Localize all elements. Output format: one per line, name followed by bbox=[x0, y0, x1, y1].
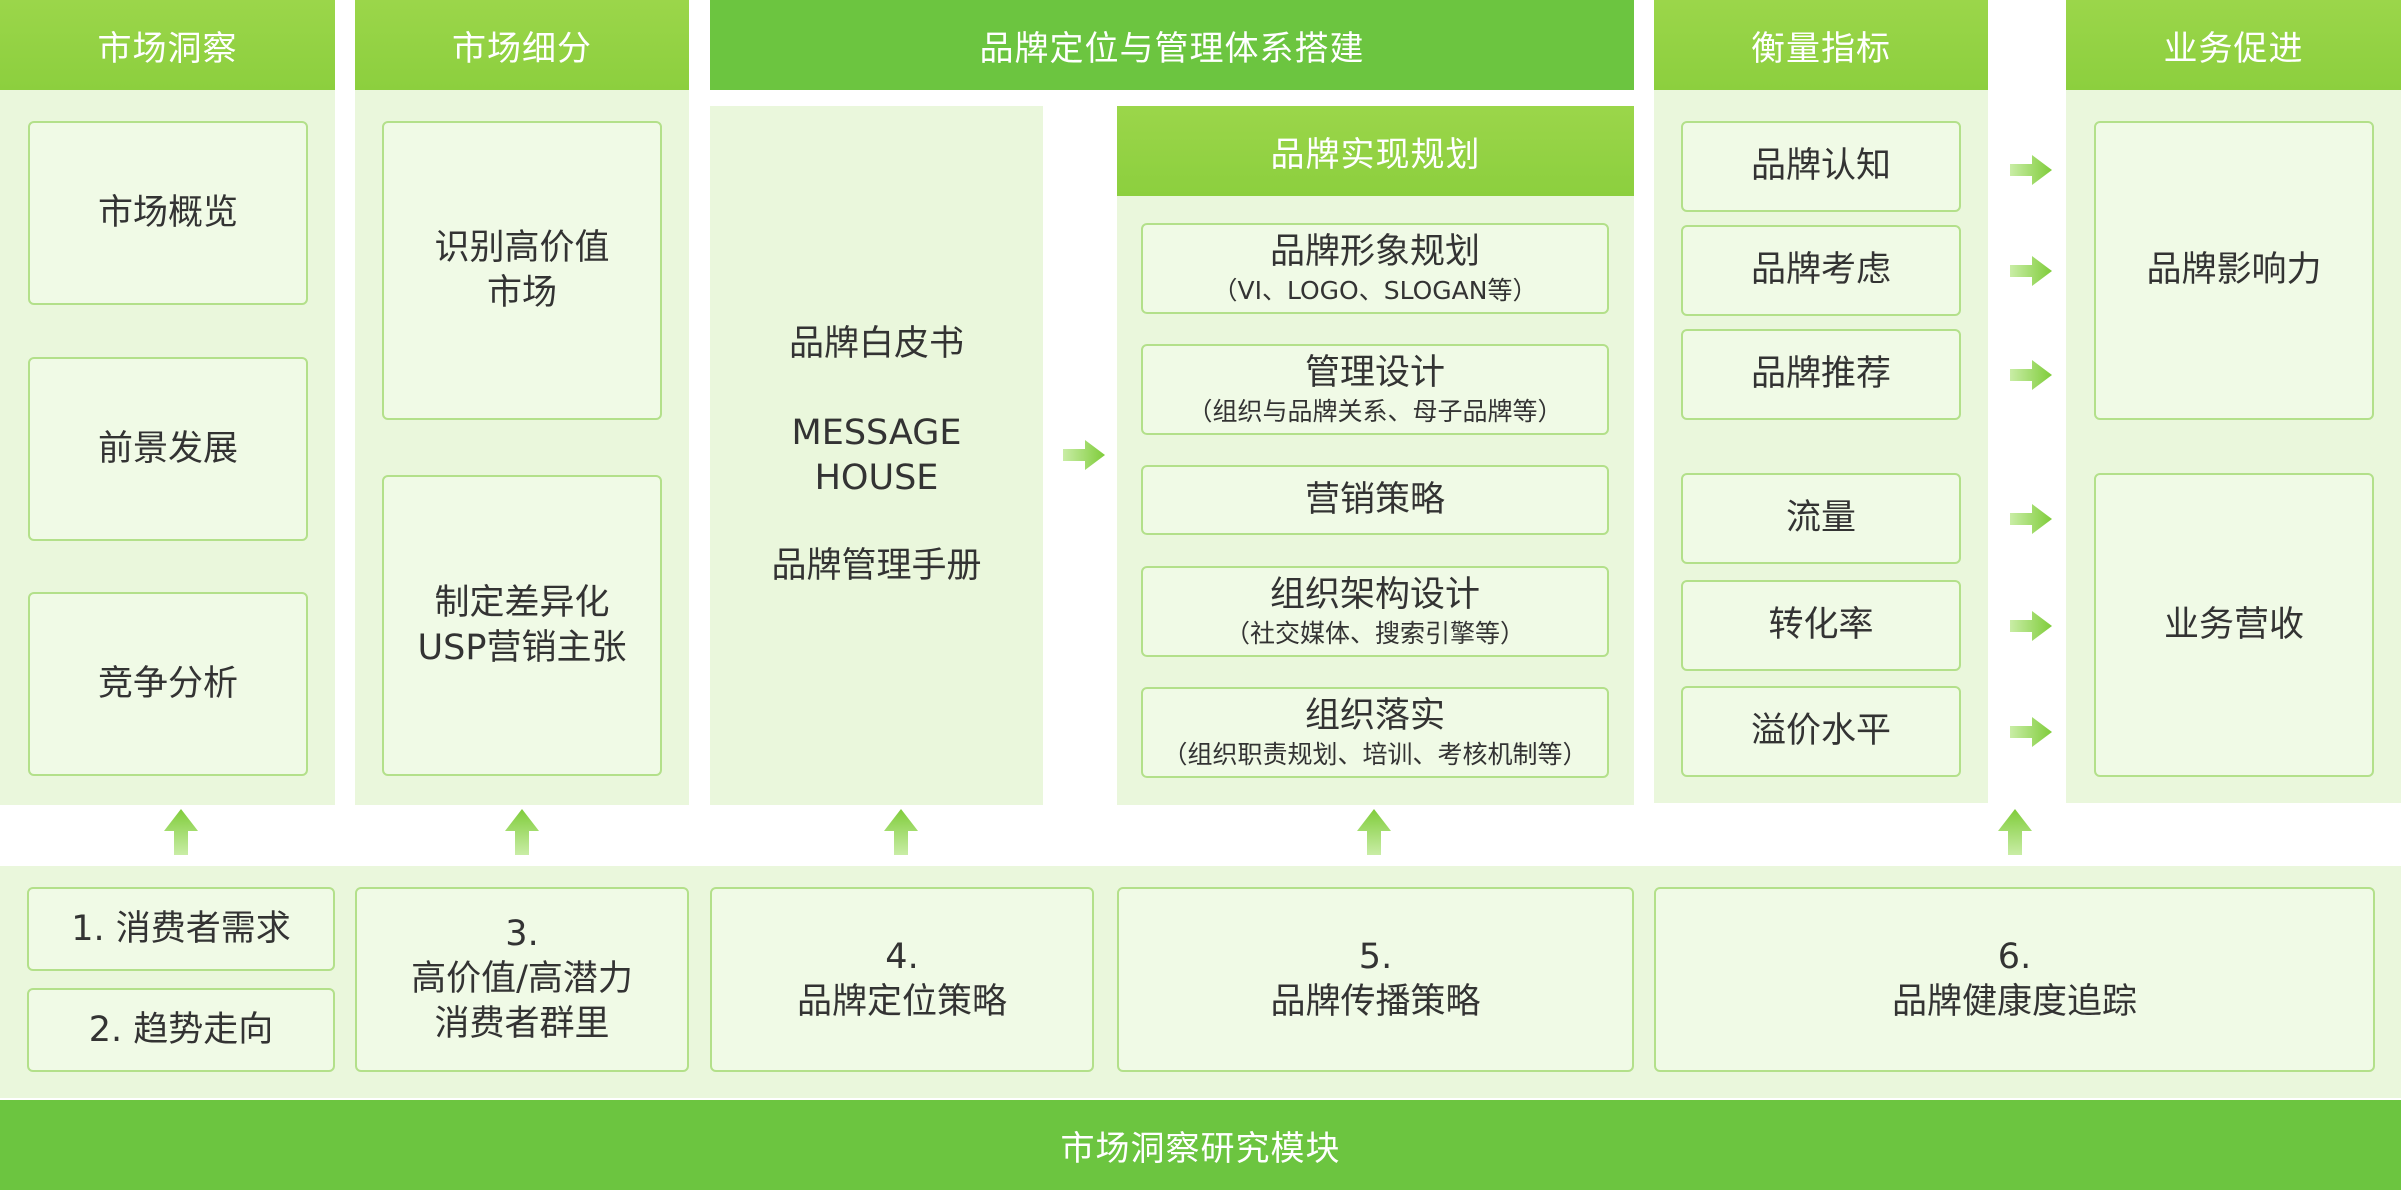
management-design-box: 管理设计 （组织与品牌关系、母子品牌等） bbox=[1141, 344, 1609, 435]
high-value-market-box: 识别高价值 市场 bbox=[382, 121, 662, 420]
step-2-box: 2. 趋势走向 bbox=[27, 988, 335, 1072]
business-header: 业务促进 bbox=[2066, 0, 2401, 90]
brand-image-plan-title: 品牌形象规划 bbox=[1269, 231, 1480, 272]
step-4-label: 品牌定位策略 bbox=[796, 981, 1007, 1022]
arrow-up-icon bbox=[1357, 809, 1391, 855]
metric-recommend-box: 品牌推荐 bbox=[1681, 329, 1961, 420]
arrow-up-icon bbox=[1998, 809, 2032, 855]
step-3-line-1: 高价值/高潜力 bbox=[411, 959, 633, 1000]
metrics-header: 衡量指标 bbox=[1654, 0, 1988, 90]
metric-consideration-box: 品牌考虑 bbox=[1681, 225, 1961, 316]
competition-box: 竞争分析 bbox=[28, 592, 308, 776]
org-implementation-sub: （组织职责规划、培训、考核机制等） bbox=[1162, 739, 1588, 769]
org-structure-title: 组织架构设计 bbox=[1269, 574, 1480, 615]
arrow-right-icon bbox=[2010, 504, 2052, 534]
arrow-right-icon bbox=[2010, 256, 2052, 286]
market-overview-box: 市场概览 bbox=[28, 121, 308, 305]
brand-docs-panel bbox=[710, 106, 1043, 805]
house-label: HOUSE bbox=[814, 457, 939, 498]
brand-system-header: 品牌定位与管理体系搭建 bbox=[710, 0, 1634, 90]
message-label: MESSAGE bbox=[791, 412, 962, 453]
metric-awareness-label: 品牌认知 bbox=[1750, 146, 1891, 187]
brand-docs-list: 品牌白皮书 MESSAGE HOUSE 品牌管理手册 bbox=[710, 106, 1043, 805]
org-structure-sub: （社交媒体、搜索引擎等） bbox=[1224, 618, 1525, 648]
metric-conversion-box: 转化率 bbox=[1681, 580, 1961, 671]
step-6-label: 品牌健康度追踪 bbox=[1891, 981, 2137, 1022]
arrow-up-icon bbox=[164, 809, 198, 855]
arrow-right-icon bbox=[2010, 611, 2052, 641]
metric-premium-label: 溢价水平 bbox=[1750, 711, 1891, 752]
usp-line-1: 制定差异化 bbox=[434, 582, 610, 623]
metric-conversion-label: 转化率 bbox=[1768, 605, 1874, 646]
arrow-right-icon bbox=[1063, 440, 1105, 470]
market-segment-header: 市场细分 bbox=[355, 0, 689, 90]
business-revenue-label: 业务营收 bbox=[2163, 604, 2304, 645]
org-implementation-box: 组织落实 （组织职责规划、培训、考核机制等） bbox=[1141, 687, 1609, 778]
metric-traffic-box: 流量 bbox=[1681, 473, 1961, 564]
prospect-box: 前景发展 bbox=[28, 357, 308, 541]
usp-box: 制定差异化 USP营销主张 bbox=[382, 475, 662, 776]
step-4-box: 4. 品牌定位策略 bbox=[710, 887, 1094, 1072]
arrow-right-icon bbox=[2010, 717, 2052, 747]
step-3-line-2: 消费者群里 bbox=[434, 1003, 610, 1044]
management-design-sub: （组织与品牌关系、母子品牌等） bbox=[1187, 396, 1563, 426]
metric-traffic-label: 流量 bbox=[1785, 498, 1856, 539]
metric-consideration-label: 品牌考虑 bbox=[1750, 250, 1891, 291]
brand-manual-label: 品牌管理手册 bbox=[771, 546, 982, 587]
org-implementation-title: 组织落实 bbox=[1304, 695, 1445, 736]
step-1-label: 1. 消费者需求 bbox=[71, 908, 291, 949]
brand-influence-box: 品牌影响力 bbox=[2094, 121, 2374, 420]
brand-image-plan-sub: （VI、LOGO、SLOGAN等） bbox=[1212, 275, 1538, 305]
market-insight-header: 市场洞察 bbox=[0, 0, 335, 90]
footer-module-bar: 市场洞察研究模块 bbox=[0, 1100, 2401, 1190]
arrow-up-icon bbox=[884, 809, 918, 855]
step-2-label: 2. 趋势走向 bbox=[88, 1009, 274, 1050]
high-value-line-2: 市场 bbox=[486, 272, 557, 313]
step-6-number: 6. bbox=[1997, 936, 2032, 977]
arrow-right-icon bbox=[2010, 155, 2052, 185]
brand-influence-label: 品牌影响力 bbox=[2146, 250, 2322, 291]
step-3-number: 3. bbox=[505, 914, 539, 955]
brand-image-plan-box: 品牌形象规划 （VI、LOGO、SLOGAN等） bbox=[1141, 223, 1609, 314]
brand-whitepaper-label: 品牌白皮书 bbox=[788, 323, 964, 364]
step-1-box: 1. 消费者需求 bbox=[27, 887, 335, 971]
management-design-title: 管理设计 bbox=[1304, 352, 1445, 393]
marketing-strategy-title: 营销策略 bbox=[1304, 479, 1445, 520]
step-5-number: 5. bbox=[1358, 936, 1393, 977]
market-overview-label: 市场概览 bbox=[97, 192, 238, 233]
step-4-number: 4. bbox=[885, 936, 919, 977]
metric-awareness-box: 品牌认知 bbox=[1681, 121, 1961, 212]
business-revenue-box: 业务营收 bbox=[2094, 473, 2374, 777]
org-structure-box: 组织架构设计 （社交媒体、搜索引擎等） bbox=[1141, 566, 1609, 657]
step-5-box: 5. 品牌传播策略 bbox=[1117, 887, 1634, 1072]
arrow-right-icon bbox=[2010, 360, 2052, 390]
step-3-box: 3. 高价值/高潜力 消费者群里 bbox=[355, 887, 689, 1072]
marketing-strategy-box: 营销策略 bbox=[1141, 465, 1609, 535]
prospect-label: 前景发展 bbox=[97, 428, 238, 469]
competition-label: 竞争分析 bbox=[97, 663, 238, 704]
step-5-label: 品牌传播策略 bbox=[1270, 981, 1481, 1022]
usp-line-2: USP营销主张 bbox=[417, 627, 627, 668]
brand-plan-header: 品牌实现规划 bbox=[1117, 106, 1634, 196]
high-value-line-1: 识别高价值 bbox=[434, 227, 610, 268]
step-6-box: 6. 品牌健康度追踪 bbox=[1654, 887, 2375, 1072]
metric-premium-box: 溢价水平 bbox=[1681, 686, 1961, 777]
arrow-up-icon bbox=[505, 809, 539, 855]
metric-recommend-label: 品牌推荐 bbox=[1750, 354, 1891, 395]
